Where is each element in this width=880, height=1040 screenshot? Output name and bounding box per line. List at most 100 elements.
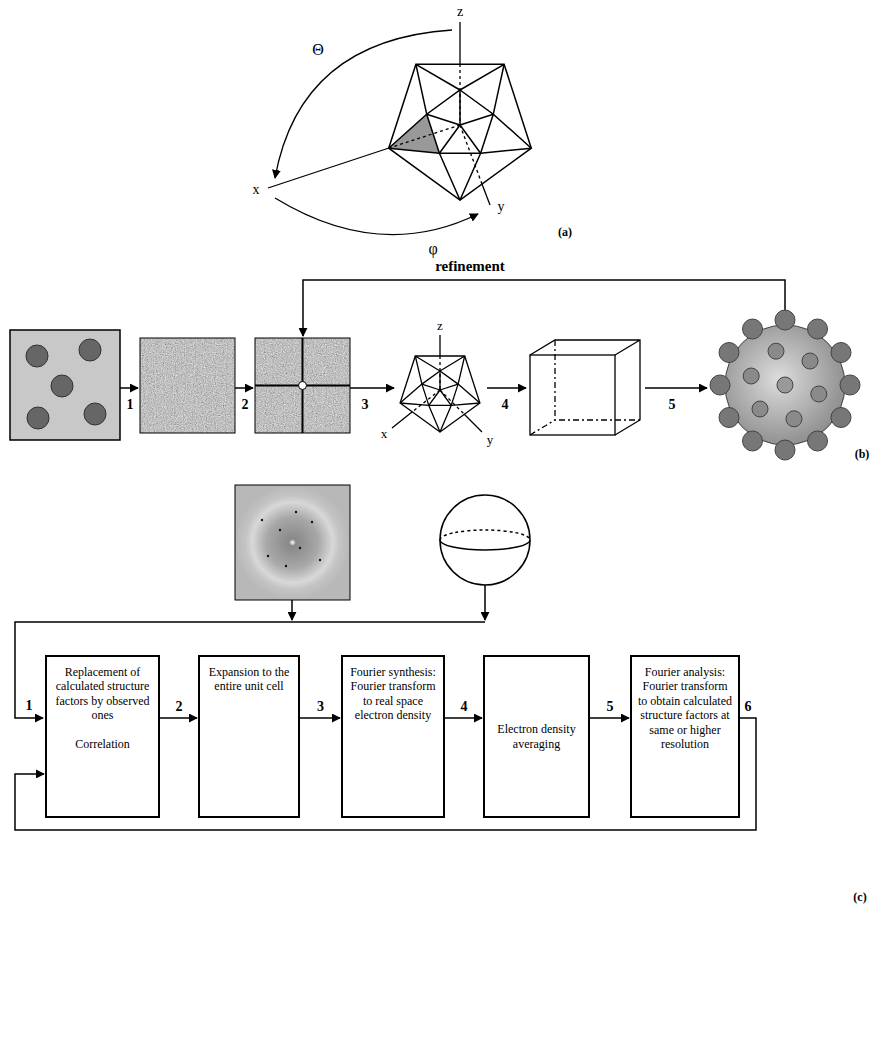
virus-model — [710, 310, 860, 460]
centred-particle-part — [255, 338, 350, 433]
axes-part — [459, 64, 460, 125]
icosahedron-small-part — [392, 412, 482, 432]
centred-particle-part — [255, 338, 350, 433]
centred-particle-part — [255, 338, 350, 433]
virus-model-part — [775, 310, 795, 330]
centred-particle-part — [299, 382, 307, 390]
angle-arc-part — [275, 198, 478, 235]
panel-label: (a) — [557, 226, 573, 239]
box-text: Fourier synthesis: Fourier transform to … — [348, 665, 438, 723]
virus-model-part — [725, 325, 845, 445]
diffraction-pattern-part — [311, 521, 313, 523]
input-lines-part — [291, 600, 293, 620]
icosahedron-small — [392, 335, 482, 432]
callout-number: 1 — [25, 698, 34, 713]
process-arrows-part — [645, 387, 707, 389]
axes-part — [459, 22, 460, 64]
step-number: 4 — [460, 699, 469, 714]
process-box: Electron density averaging — [483, 655, 590, 818]
virus-model-part — [840, 375, 860, 395]
virus-model-part — [743, 431, 763, 451]
step-number: 2 — [175, 699, 184, 714]
diffraction-pattern-part — [285, 565, 287, 567]
flow-arrow — [445, 717, 482, 719]
sphere-model-part — [440, 530, 530, 540]
virus-model-part — [743, 319, 763, 339]
micrograph-part — [26, 345, 48, 367]
panel-label: (b) — [854, 448, 871, 461]
centred-particle — [255, 338, 350, 433]
virus-model-part — [743, 368, 759, 384]
density-cube-part — [530, 340, 640, 435]
virus-model-part — [768, 343, 784, 359]
virus-model-part — [752, 401, 768, 417]
callout-number: 1 — [126, 397, 135, 412]
icosahedron-small-part — [400, 356, 480, 432]
micrograph-part — [79, 339, 101, 361]
icosahedron-part — [389, 64, 532, 200]
process-box: Fourier synthesis: Fourier transform to … — [341, 655, 445, 818]
refinement-loop — [303, 280, 785, 336]
box-note: Correlation — [52, 737, 153, 751]
callout-number: 2 — [241, 397, 250, 412]
diffraction-pattern-part — [299, 547, 301, 549]
particle-image-part — [140, 338, 235, 433]
density-cube-part — [530, 355, 615, 435]
virus-model-part — [831, 343, 851, 363]
process-arrows-part — [120, 387, 138, 389]
callout-number: 5 — [668, 397, 677, 412]
virus-model-part — [710, 375, 730, 395]
axes-part — [389, 125, 460, 148]
axes-part — [460, 125, 482, 184]
panel-label: (c) — [852, 891, 867, 904]
virus-model-part — [831, 408, 851, 428]
axis-label: Θ — [311, 41, 325, 59]
axis-label: x — [252, 182, 261, 197]
callout-number: 4 — [501, 397, 510, 412]
step-number: 5 — [606, 699, 615, 714]
process-box: Replacement of calculated structure fact… — [45, 655, 160, 818]
box-text: Replacement of calculated structure fact… — [52, 665, 153, 723]
process-arrows-part — [235, 387, 253, 389]
axis-label: x — [380, 427, 389, 441]
density-cube-part — [530, 340, 640, 435]
micrograph-part — [10, 330, 120, 440]
virus-model-part — [786, 411, 802, 427]
icosahedron-part — [389, 64, 532, 200]
micrograph-part — [51, 375, 73, 397]
virus-model-part — [811, 386, 827, 402]
process-arrows-part — [350, 387, 394, 389]
flow-arrow — [160, 717, 197, 719]
particle-image-part — [140, 338, 235, 433]
micrograph-part — [27, 407, 49, 429]
input-lines-part — [484, 585, 486, 620]
diffraction-pattern-part — [235, 485, 350, 600]
axis-label: refinement — [434, 258, 506, 275]
flow-arrow — [300, 717, 340, 719]
sphere-model-part — [440, 495, 530, 585]
diffraction-pattern-part — [319, 559, 321, 561]
axes-part — [482, 184, 490, 205]
angle-arc — [275, 30, 478, 235]
callout-number: 3 — [361, 397, 370, 412]
diffraction-pattern-part — [295, 511, 297, 513]
micrograph — [10, 330, 120, 440]
axes — [268, 22, 490, 205]
process-arrows-part — [487, 387, 526, 389]
icosahedron-part — [427, 90, 494, 153]
process-box: Fourier analysis: Fourier transform to o… — [630, 655, 740, 818]
icosahedron-small-part — [439, 335, 440, 356]
process-box: Expansion to the entire unit cell — [198, 655, 300, 818]
box-text: Electron density averaging — [490, 722, 583, 751]
icosahedron — [389, 64, 532, 200]
sphere-model — [440, 495, 530, 585]
axes-part — [268, 148, 389, 188]
diffraction-pattern-part — [267, 555, 269, 557]
virus-model-part — [802, 353, 818, 369]
axis-label: y — [497, 199, 506, 214]
virus-model-part — [808, 431, 828, 451]
particle-image — [140, 338, 235, 433]
